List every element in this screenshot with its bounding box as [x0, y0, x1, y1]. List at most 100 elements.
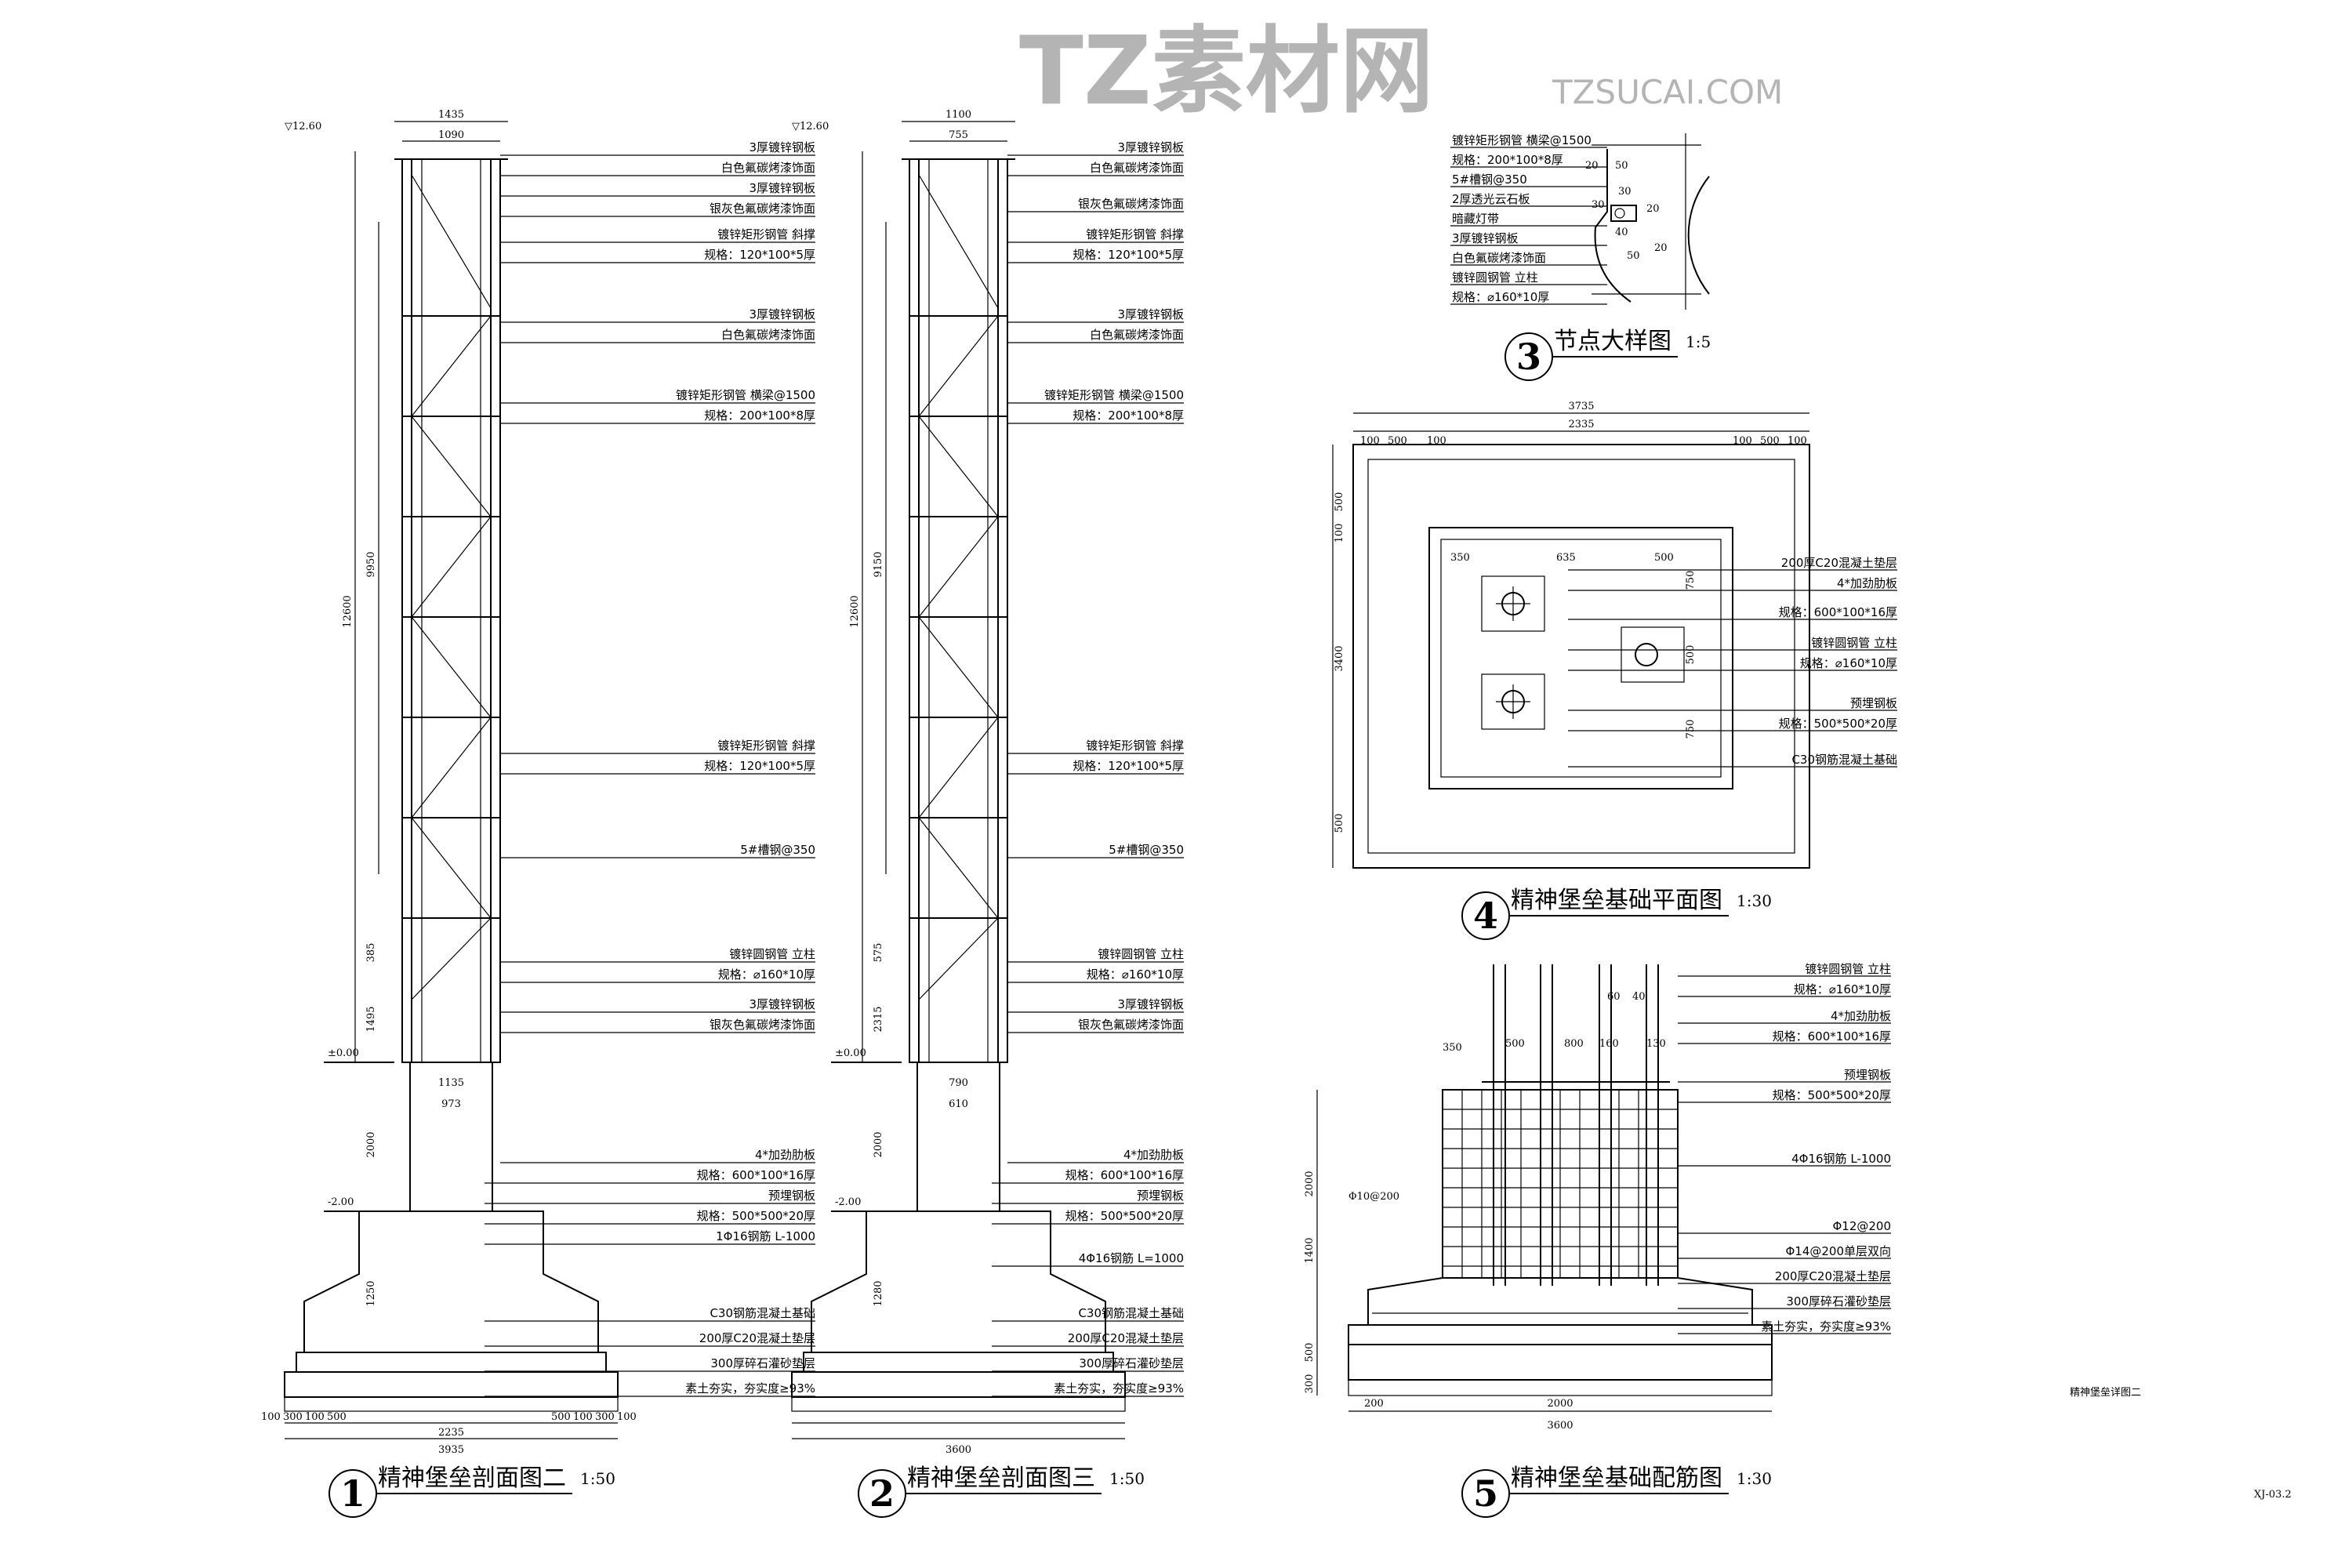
- plan-segment-dim: 100: [1788, 435, 1807, 447]
- annotation-label: 3厚镀锌钢板: [1117, 997, 1184, 1011]
- top-elevation: ▽12.60: [792, 121, 829, 132]
- drawing-rect: [1610, 205, 1637, 222]
- rebar-height-dim: 500: [1304, 1343, 1316, 1363]
- annotation-label: 5#槽钢@350: [1109, 843, 1184, 857]
- rebar-bottom-dim: 2000: [1547, 1398, 1573, 1410]
- plan-inner-dim: 2335: [1568, 419, 1594, 430]
- sheet-caption: 精神堡垒详图二: [2070, 1386, 2141, 1399]
- drawing-rect: [1440, 539, 1722, 778]
- bottom-total-dim: 3935: [438, 1444, 464, 1456]
- annotation-label: 3厚镀锌钢板: [749, 307, 815, 321]
- height-lower-dim: 2315: [873, 1006, 884, 1032]
- annotation-label: 规格：⌀160*10厚: [1800, 656, 1897, 670]
- annotation-label: 规格：120*100*5厚: [1073, 759, 1184, 773]
- width-dim: 973: [441, 1098, 461, 1110]
- annotation-label: 镀锌圆钢管 立柱: [1452, 270, 1538, 285]
- drawing-line: [918, 516, 999, 618]
- plan-inner-segment-dim: 350: [1450, 552, 1470, 564]
- bottom-inner-dim: 2235: [438, 1427, 464, 1439]
- top-width-dim: 1435: [438, 109, 464, 121]
- annotation-label: 4*加劲肋板: [1831, 1009, 1891, 1023]
- segment-dim: 300: [283, 1411, 303, 1423]
- drawing-scale: 1:30: [1737, 1469, 1772, 1488]
- annotation-label: 规格：120*100*5厚: [704, 759, 815, 773]
- annotation-label: C30钢筋混凝土基础: [1791, 753, 1897, 767]
- drawing-line: [411, 817, 492, 919]
- rebar-top-dim: 350: [1443, 1042, 1462, 1054]
- annotation-label: 预埋钢板: [1850, 696, 1897, 710]
- drawing-scale: 1:50: [1109, 1469, 1145, 1488]
- dimension-text: -2.00: [328, 1196, 354, 1208]
- annotation-label: 镀锌矩形钢管 横梁@1500: [1452, 133, 1592, 147]
- drawing-rect: [1481, 575, 1545, 632]
- drawing-number: 1: [340, 1472, 365, 1515]
- annotation-label: 规格：500*500*20厚: [1065, 1209, 1184, 1223]
- segment-dim: 100: [573, 1411, 593, 1423]
- detail-dim: 30: [1592, 199, 1605, 211]
- annotation-label: 规格：⌀160*10厚: [1794, 982, 1891, 996]
- height-upper-dim: 9150: [873, 551, 884, 577]
- annotation-label: C30钢筋混凝土基础: [1078, 1306, 1184, 1320]
- rebar-height-dim: 2000: [1304, 1171, 1316, 1196]
- annotation-label: 银灰色氟碳烤漆饰面: [1078, 1018, 1184, 1032]
- drawing-rect: [1348, 1379, 1773, 1396]
- detail-dim: 50: [1615, 160, 1628, 172]
- annotation-label: 白色氟碳烤漆饰面: [1090, 161, 1184, 175]
- annotation-label: 素土夯实，夯实度≥93%: [685, 1381, 815, 1396]
- annotation-label: 规格：⌀160*10厚: [1452, 290, 1549, 304]
- drawing-rect: [284, 1396, 619, 1412]
- annotation-label: 规格：200*100*8厚: [704, 408, 815, 423]
- plan-inner-segment-dim: 635: [1556, 552, 1576, 564]
- drawing-number: 5: [1473, 1472, 1498, 1515]
- annotation-label: 预埋钢板: [1137, 1189, 1184, 1203]
- drawing-scale: 1:5: [1686, 332, 1711, 351]
- segment-dim: 500: [551, 1411, 571, 1423]
- drawing-rect: [803, 1352, 1114, 1373]
- sheet-number: XJ-03.2: [2254, 1489, 2292, 1501]
- drawing-rect: [284, 1371, 619, 1398]
- annotation-label: 3厚镀锌钢板: [1452, 231, 1519, 245]
- annotation-label: 白色氟碳烤漆饰面: [1090, 328, 1184, 342]
- drawing-line: [411, 174, 492, 309]
- dimension-text: ±0.00: [328, 1047, 359, 1059]
- annotation-label: 银灰色氟碳烤漆饰面: [710, 201, 815, 216]
- annotation-label: 镀锌圆钢管 立柱: [1805, 962, 1891, 976]
- rebar-top-dim: 500: [1505, 1038, 1525, 1050]
- annotation-label: 4Φ16钢筋 L=1000: [1079, 1251, 1184, 1265]
- plan-left-dim: 3400: [1334, 645, 1345, 671]
- annotation-label: 规格：600*100*16厚: [1773, 1029, 1891, 1044]
- annotation-label: 规格：600*100*16厚: [697, 1168, 815, 1182]
- top-elevation: ▽12.60: [285, 121, 321, 132]
- annotation-label: 规格：500*500*20厚: [1773, 1088, 1891, 1102]
- annotation-label: 镀锌矩形钢管 横梁@1500: [1044, 388, 1184, 402]
- plan-segment-dim: 500: [1388, 435, 1407, 447]
- plan-right-dim: 750: [1685, 571, 1697, 590]
- annotation-label: 规格：120*100*5厚: [1073, 248, 1184, 262]
- rebar-left-label: Φ10@200: [1348, 1191, 1399, 1203]
- drawing-rect: [1367, 459, 1795, 854]
- annotation-label: 镀锌矩形钢管 横梁@1500: [676, 388, 815, 402]
- annotation-label: 3厚镀锌钢板: [749, 181, 815, 195]
- annotation-label: 镀锌圆钢管 立柱: [1098, 947, 1184, 961]
- dimension-text: ±0.00: [835, 1047, 866, 1059]
- annotation-label: 镀锌圆钢管 立柱: [729, 947, 815, 961]
- annotation-label: Φ14@200单层双向: [1785, 1244, 1891, 1258]
- annotation-label: 200厚C20混凝土垫层: [1068, 1331, 1184, 1345]
- plan-left-dim: 500: [1334, 814, 1345, 833]
- plan-right-dim: 500: [1685, 645, 1697, 665]
- drawing-title: 精神堡垒基础平面图: [1511, 887, 1722, 914]
- rebar-bottom-dim: 200: [1364, 1398, 1384, 1410]
- drawing-line: [918, 917, 999, 1000]
- annotation-label: 规格：500*500*20厚: [1779, 717, 1897, 731]
- annotation-label: 4Φ16钢筋 L-1000: [1791, 1152, 1891, 1166]
- drawing-line: [918, 717, 999, 818]
- top-width-dim: 1090: [438, 129, 464, 141]
- plan-segment-dim: 100: [1427, 435, 1446, 447]
- drawing-line: [411, 616, 492, 718]
- height-lower-dim: 1495: [365, 1006, 377, 1032]
- annotation-label: 4*加劲肋板: [755, 1148, 815, 1162]
- plan-segment-dim: 100: [1360, 435, 1380, 447]
- watermark-url: TZSUCAI.COM: [1552, 73, 1783, 111]
